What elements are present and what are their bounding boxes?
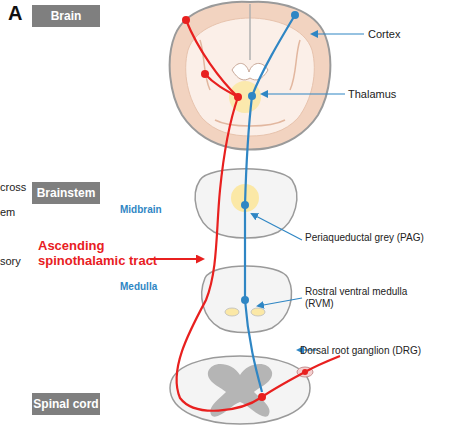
neuron-dot bbox=[241, 11, 299, 304]
panel-letter: A bbox=[8, 2, 22, 25]
cut-off-text: em bbox=[0, 206, 15, 219]
region-label: Midbrain bbox=[120, 204, 162, 216]
cut-off-text: sory bbox=[0, 255, 21, 268]
region-name: Brainstem bbox=[37, 186, 96, 200]
neuron-dot bbox=[182, 16, 308, 401]
region-box: Brain bbox=[32, 5, 100, 27]
structure-label: Periaqueductal grey (PAG) bbox=[305, 232, 450, 244]
spinal-cord-section bbox=[170, 356, 313, 424]
region-box: Spinal cord bbox=[32, 393, 100, 415]
pathway-label: Ascending spinothalamic tract bbox=[38, 239, 188, 269]
region-label: Medulla bbox=[120, 281, 157, 293]
structure-label: Dorsal root ganglion (DRG) bbox=[300, 345, 450, 357]
region-name: Brain bbox=[51, 9, 82, 23]
region-box: Brainstem bbox=[32, 182, 100, 204]
region-name: Spinal cord bbox=[33, 397, 98, 411]
structure-label: Cortex bbox=[368, 28, 400, 41]
descending-pathway bbox=[245, 15, 295, 392]
structure-label: Thalamus bbox=[348, 88, 396, 101]
structure-label: Rostral ventral medulla (RVM) bbox=[305, 286, 420, 309]
leader-arrow bbox=[150, 258, 203, 260]
cut-off-text: cross bbox=[0, 181, 26, 194]
